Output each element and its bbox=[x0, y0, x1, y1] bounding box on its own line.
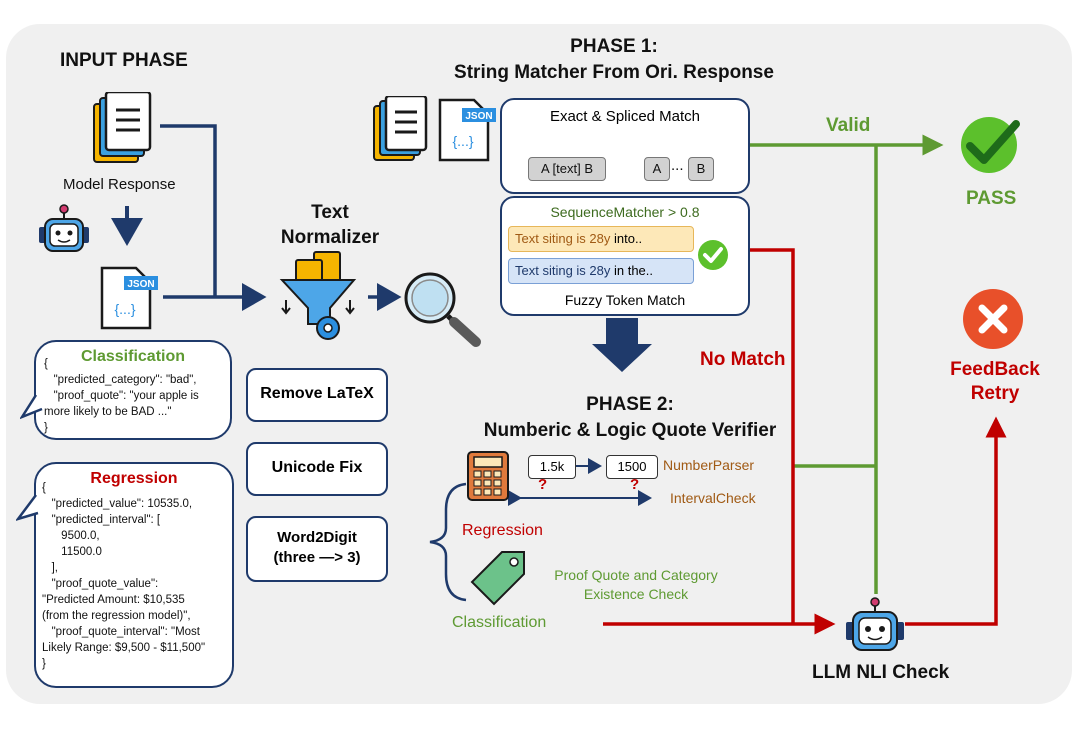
normalizer-title: Text Normalizer bbox=[280, 202, 380, 248]
down-arrow-icon bbox=[592, 318, 652, 372]
robot-icon bbox=[846, 597, 904, 651]
unicode-fix-step: Unicode Fix bbox=[246, 442, 388, 496]
token-row-2: Text siting is 28y in the.. bbox=[508, 258, 694, 284]
document-stack-icon bbox=[93, 92, 152, 163]
classification-label: Classification bbox=[452, 614, 547, 631]
check-circle-icon bbox=[961, 117, 1020, 173]
magnifier-icon bbox=[404, 272, 481, 347]
interval-check-label: IntervalCheck bbox=[670, 490, 756, 506]
question-mark-2: ? bbox=[630, 476, 640, 493]
robot-icon bbox=[39, 204, 89, 252]
calculator-icon bbox=[467, 451, 509, 501]
token-row-1: Text siting is 28y into.. bbox=[508, 226, 694, 252]
json-file-icon: JSON {...} bbox=[100, 266, 158, 330]
phase1-title: PHASE 1: String Matcher From Ori. Respon… bbox=[454, 36, 774, 83]
spliced-pill-a: A bbox=[644, 157, 670, 181]
llm-nli-check-label: LLM NLI Check bbox=[812, 662, 950, 683]
retry-line bbox=[905, 416, 1007, 626]
classification-title: Classification bbox=[80, 348, 186, 365]
bubble-tail bbox=[20, 395, 43, 420]
exact-pill-a: A [text] B bbox=[528, 157, 606, 181]
fuzzy-token-match-box: SequenceMatcher > 0.8 Text siting is 28y… bbox=[500, 196, 750, 316]
brace bbox=[429, 482, 467, 602]
no-match-label: No Match bbox=[700, 349, 786, 370]
funnel-gear-icon bbox=[279, 251, 357, 340]
check-circle-icon bbox=[698, 240, 728, 270]
regression-title: Regression bbox=[90, 470, 178, 487]
pass-label: PASS bbox=[966, 188, 1017, 209]
number-parser-label: NumberParser bbox=[663, 457, 755, 473]
proof-quote-label: Proof Quote and Category Existence Check bbox=[554, 567, 718, 602]
classification-code: { "predicted_category": "bad", "proof_qu… bbox=[44, 358, 199, 434]
json-file-icon: JSON {...} bbox=[438, 98, 496, 162]
number-input-box: 1.5k bbox=[528, 455, 576, 479]
document-stack-icon bbox=[373, 96, 428, 161]
number-output-box: 1500 bbox=[606, 455, 658, 479]
price-tag-icon bbox=[470, 551, 525, 606]
input-phase-title: INPUT PHASE bbox=[60, 50, 188, 71]
regression-bubble: Regression { "predicted_value": 10535.0,… bbox=[34, 462, 234, 688]
exact-match-title: Exact & Spliced Match bbox=[549, 108, 701, 125]
remove-latex-step: Remove LaTeX bbox=[246, 368, 388, 422]
bubble-tail bbox=[16, 495, 39, 521]
model-response-label: Model Response bbox=[63, 176, 176, 193]
sequence-matcher-title: SequenceMatcher > 0.8 bbox=[550, 204, 700, 220]
classification-bubble: Classification { "predicted_category": "… bbox=[34, 340, 232, 440]
spliced-dots: ... bbox=[671, 157, 684, 174]
no-match-line bbox=[748, 248, 795, 624]
regression-code: { "predicted_value": 10535.0, "predicted… bbox=[42, 482, 206, 670]
regression-label: Regression bbox=[462, 522, 543, 539]
spliced-pill-b: B bbox=[688, 157, 714, 181]
json-badge: JSON bbox=[127, 279, 154, 290]
json-braces: {...} bbox=[114, 301, 135, 317]
svg-text:{...}: {...} bbox=[452, 133, 473, 149]
question-mark-1: ? bbox=[538, 476, 548, 493]
fuzzy-token-title: Fuzzy Token Match bbox=[564, 292, 686, 308]
svg-text:JSON: JSON bbox=[465, 111, 492, 122]
input-line bbox=[160, 124, 217, 297]
exact-spliced-match-box: Exact & Spliced Match A [text] B A ... B bbox=[500, 98, 750, 194]
x-circle-icon bbox=[963, 289, 1023, 349]
word2digit-step: Word2Digit (three —> 3) bbox=[246, 516, 388, 582]
valid-label: Valid bbox=[826, 115, 871, 136]
feedback-retry-label: FeedBack Retry bbox=[950, 359, 1040, 404]
phase2-title: PHASE 2: Numberic & Logic Quote Verifier bbox=[483, 394, 777, 441]
